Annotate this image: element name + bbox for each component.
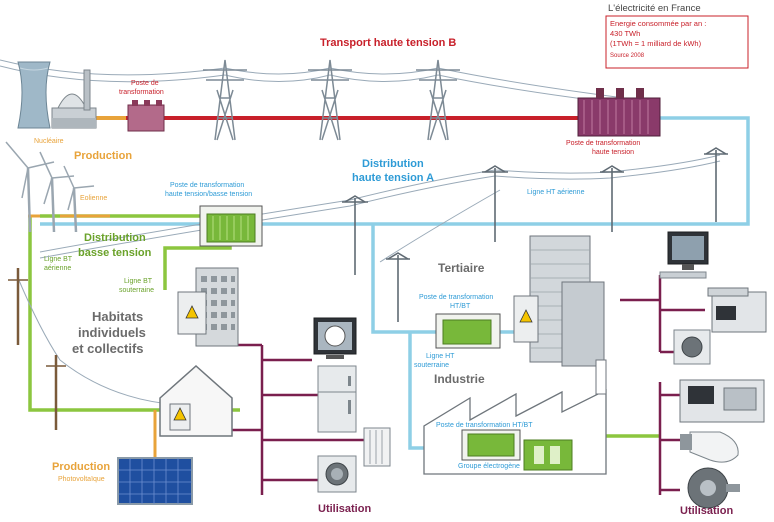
bt-pole-1-icon — [8, 268, 28, 345]
poste-transfo-label-2: transformation — [119, 89, 164, 96]
printer-copier-icon — [707, 287, 767, 333]
wind-turbine-icon — [5, 141, 95, 233]
transformer-industrie-icon — [461, 429, 521, 461]
ligne-ht-souterraine-label-1: Ligne HT — [426, 353, 455, 360]
pylon-hta-2-icon — [482, 165, 508, 242]
ligne-bt-aerienne-label-1: Ligne BT — [44, 256, 73, 263]
pylon-ht-icons — [203, 59, 460, 141]
utilisation-right-title: Utilisation — [680, 505, 733, 517]
poste-htbt-label-2: haute tension/basse tension — [165, 191, 252, 198]
habitats-title-1: Habitats — [92, 309, 143, 324]
info-box-title: L'électricité en France — [608, 3, 701, 14]
info-box-line3: (1TWh = 1 milliard de kWh) — [610, 39, 702, 48]
ligne-bt-souterraine-label-2: souterraine — [119, 287, 154, 294]
generator-icon — [523, 439, 573, 471]
info-box-line2: 430 TWh — [610, 29, 640, 38]
ligne-bt-souterraine-label-1: Ligne BT — [124, 278, 153, 285]
solar-panel-icon — [117, 457, 193, 505]
radiator-icon — [363, 427, 391, 467]
ligne-ht-aerienne-label: Ligne HT aérienne — [527, 189, 585, 196]
tv-icon — [313, 317, 357, 359]
light-bulb-icon — [680, 431, 739, 463]
pylon-3-icon — [416, 59, 460, 141]
production-bottom-title: Production — [52, 461, 110, 473]
transformer-htbt-icon — [199, 205, 263, 247]
eolienne-label: Eolienne — [80, 195, 107, 202]
poste-industrie-label: Poste de transformation HT/BT — [436, 422, 533, 429]
industrie-title: Industrie — [434, 372, 485, 386]
poste-ht-label-2: haute tension — [592, 149, 634, 156]
distribution-bt-title-2: basse tension — [78, 247, 152, 259]
groupe-electrogene-label: Groupe électrogène — [458, 463, 520, 470]
transformer-small-icon — [127, 100, 165, 132]
apartment-building-icon — [177, 267, 239, 347]
poste-htbt-label-1: Poste de transformation — [170, 182, 244, 189]
poste-tertiaire-label-1: Poste de transformation — [419, 294, 493, 301]
tertiaire-title: Tertiaire — [438, 261, 485, 275]
nuclear-plant-icon — [17, 61, 97, 129]
pylon-hta-5-icon — [386, 252, 410, 322]
info-box — [605, 15, 749, 69]
bt-pole-2-icon — [46, 355, 66, 430]
office-tower-icon — [513, 235, 605, 367]
pylon-hta-1-icon — [342, 195, 368, 275]
nucleaire-label: Nucléaire — [34, 138, 64, 145]
transport-title: Transport haute tension B — [320, 37, 456, 49]
poste-transfo-label-1: Poste de — [131, 80, 159, 87]
info-box-line1: Energie consommée par an : — [610, 19, 706, 28]
distribution-bt-title-1: Distribution — [84, 232, 146, 244]
pylon-2-icon — [308, 59, 352, 141]
bt-pole-icons — [8, 268, 66, 430]
house-icon — [159, 364, 233, 437]
ligne-ht-souterraine-label-2: souterraine — [414, 362, 449, 369]
poste-ht-label-1: Poste de transformation — [566, 140, 640, 147]
distribution-a-title-2: haute tension A — [352, 172, 434, 184]
washing-machine-right-icon — [673, 329, 711, 365]
photovoltaique-label: Photovoltaïque — [58, 476, 105, 483]
lathe-machine-icon — [679, 379, 765, 423]
washing-machine-icon — [317, 455, 357, 493]
transformer-tertiaire-icon — [435, 313, 501, 349]
info-box-source: Source 2008 — [610, 53, 645, 59]
computer-icon — [659, 231, 709, 279]
fridge-icon — [317, 365, 357, 433]
utilisation-center-title: Utilisation — [318, 503, 371, 515]
production-top-title: Production — [74, 150, 132, 162]
pylon-hta-3-icon — [600, 165, 624, 232]
pylon-1-icon — [203, 59, 247, 141]
habitats-title-2: individuels — [78, 325, 146, 340]
pylon-hta-icons — [342, 147, 728, 322]
electric-motor-icon — [687, 467, 740, 509]
pylon-hta-4-icon — [704, 147, 728, 222]
overhead-wires — [0, 59, 721, 406]
habitats-title-3: et collectifs — [72, 341, 144, 356]
poste-tertiaire-label-2: HT/BT — [450, 303, 471, 310]
transformer-ht-icon — [577, 88, 661, 137]
distribution-a-title-1: Distribution — [362, 158, 424, 170]
ligne-bt-aerienne-label-2: aérienne — [44, 265, 71, 272]
